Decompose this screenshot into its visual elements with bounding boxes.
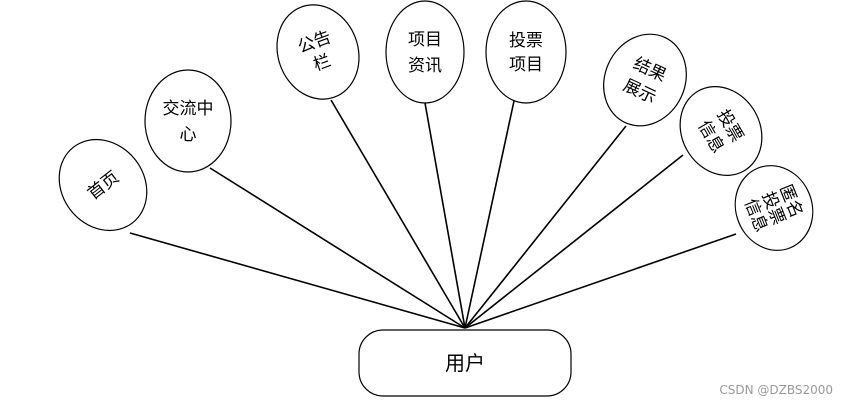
- node-voteinfo-ellipse: [679, 86, 763, 176]
- edge-vote: [464, 100, 515, 329]
- node-notice-label: 栏: [311, 51, 334, 76]
- node-notice-ellipse: [276, 4, 360, 100]
- edge-notice: [330, 99, 466, 329]
- node-exchange-label: 交流中: [163, 99, 214, 119]
- feature-nodes: 首页交流中心公告栏项目资讯投票项目结果展示投票信息匿名投票信息: [58, 0, 814, 251]
- node-news-ellipse: [385, 0, 465, 104]
- node-home-ellipse: [58, 138, 148, 232]
- node-home: 首页: [58, 138, 148, 232]
- node-anon-ellipse: [734, 165, 814, 251]
- node-news-label: 项目: [408, 30, 442, 50]
- root-node: 用户: [358, 329, 572, 397]
- node-vote-label: 投票: [509, 31, 543, 51]
- watermark: CSDN @DZBS2000: [719, 383, 833, 397]
- root-label: 用户: [445, 351, 485, 375]
- edge-home: [129, 232, 466, 329]
- edge-exchange: [209, 167, 466, 329]
- node-notice: 公告栏: [276, 4, 360, 100]
- node-vote-label: 项目: [509, 55, 543, 75]
- node-exchange-ellipse: [144, 69, 232, 173]
- edges: [129, 99, 737, 329]
- node-result-ellipse: [603, 33, 687, 127]
- root-box: [358, 329, 572, 397]
- node-exchange-label: 心: [180, 125, 197, 145]
- node-news-label: 资讯: [408, 56, 442, 76]
- edge-voteinfo: [464, 154, 684, 329]
- edge-anon: [464, 233, 737, 329]
- edge-result: [464, 125, 627, 329]
- edge-news: [424, 102, 466, 329]
- node-vote-ellipse: [485, 0, 567, 104]
